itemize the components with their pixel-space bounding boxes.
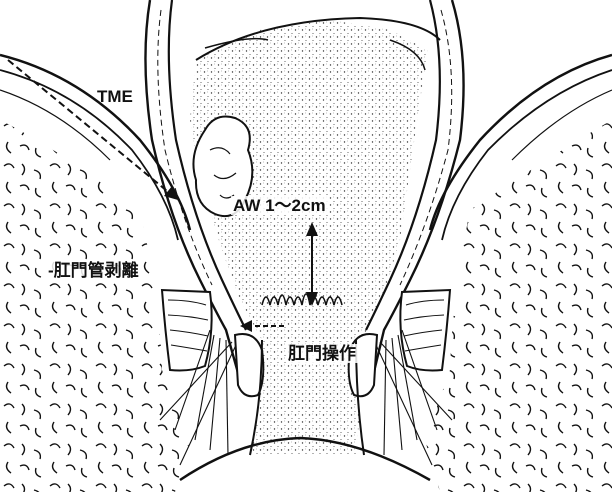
- label-anal-wall: AW 1～2cm: [231, 196, 328, 215]
- right-internal-sphincter: [400, 290, 450, 371]
- label-anal-operation: 肛門操作: [286, 344, 358, 363]
- left-sphincter-knob: [235, 334, 263, 396]
- rectal-lumen: [190, 20, 428, 455]
- label-tme: TME: [97, 88, 133, 105]
- label-anal-canal-dissection: -肛門管剥離: [46, 261, 141, 280]
- left-internal-sphincter: [162, 290, 212, 371]
